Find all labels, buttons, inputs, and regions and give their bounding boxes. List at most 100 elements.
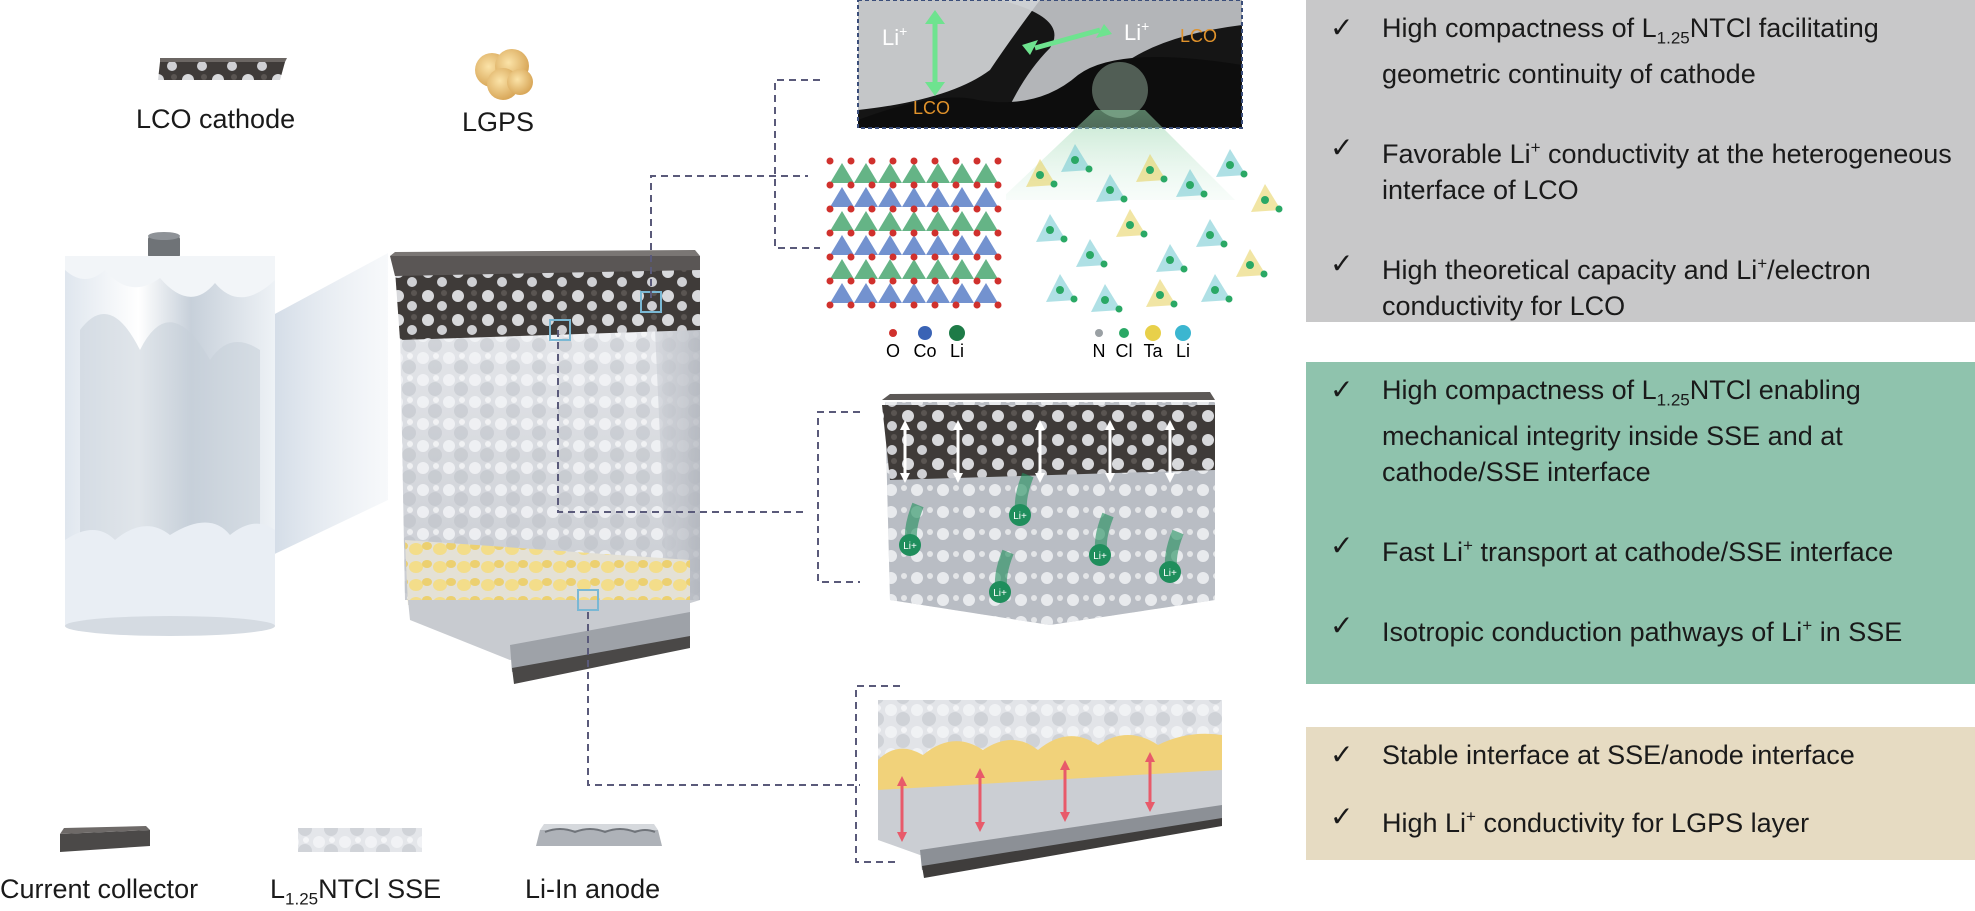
connector-lines xyxy=(557,79,900,863)
crystal-atom xyxy=(826,157,834,165)
check-icon: ✓ xyxy=(1330,11,1354,44)
crystal-octahedron xyxy=(902,187,926,207)
lco-right-label: LCO xyxy=(1180,26,1217,46)
anode-icon xyxy=(536,824,662,846)
crystal-atom xyxy=(1206,231,1214,239)
panel-sse-item: ✓High compactness of L1.25NTCl enabling … xyxy=(1330,373,1861,488)
crystal-atom xyxy=(994,205,1002,213)
crystal-atom xyxy=(994,229,1002,237)
arrow-head xyxy=(953,473,963,483)
panel-anode-item: ✓Stable interface at SSE/anode interface xyxy=(1330,738,1855,771)
arrow-head xyxy=(1060,812,1070,822)
crystal-atom xyxy=(847,157,855,165)
crystal-atom xyxy=(1220,240,1228,248)
arrow-head xyxy=(1105,420,1115,430)
crystal-atom xyxy=(847,253,855,261)
o-atom-icon xyxy=(889,329,897,337)
panel-sse: ✓High compactness of L1.25NTCl enabling … xyxy=(1306,362,1975,684)
arrow-head xyxy=(1035,420,1045,430)
panel-sse-item: ✓Fast Li+ transport at cathode/SSE inter… xyxy=(1330,529,1894,568)
crystal-atom xyxy=(931,205,939,213)
legend-current-collector: Current collector xyxy=(0,874,199,904)
crystal-atom xyxy=(973,205,981,213)
crystal-octahedron xyxy=(902,235,926,255)
crystal-atom xyxy=(931,157,939,165)
crystal-atom xyxy=(847,181,855,189)
crystal-octahedron xyxy=(950,235,974,255)
arrow-head xyxy=(953,420,963,430)
panel-cathode-item: ✓High theoretical capacity and Li+/elect… xyxy=(1330,247,1871,322)
crystal-octahedron xyxy=(926,187,950,207)
crystal-octahedron xyxy=(926,283,950,303)
crystal-atom xyxy=(973,181,981,189)
crystal-atom xyxy=(868,181,876,189)
crystal-octahedron xyxy=(950,211,974,231)
crystal-atom xyxy=(931,229,939,237)
crystal-atom xyxy=(1106,186,1114,194)
li-ion-icon xyxy=(1009,504,1031,526)
crystal-atom xyxy=(1140,230,1148,238)
crystal-atom xyxy=(889,277,897,285)
crystal-octahedron xyxy=(926,211,950,231)
panel-sse-item: ✓Isotropic conduction pathways of Li+ in… xyxy=(1330,609,1903,648)
crystal-atom xyxy=(952,229,960,237)
battery-cylinder-icon xyxy=(65,232,275,636)
crystal-atom xyxy=(952,181,960,189)
crystal-atom xyxy=(847,229,855,237)
crystal-atom xyxy=(910,205,918,213)
legend-anode: Li-In anode xyxy=(525,874,661,904)
top-inset xyxy=(857,0,1243,129)
crystal-atom xyxy=(1056,286,1064,294)
crystal-octahedron xyxy=(854,187,878,207)
zoom-beam xyxy=(260,253,388,560)
crystal-atom xyxy=(1211,286,1219,294)
sse-icon xyxy=(298,828,422,852)
crystal-atom xyxy=(1180,265,1188,273)
li-right-label: Li+ xyxy=(1124,18,1149,45)
panel-cathode: ✓High compactness of L1.25NTCl facilitat… xyxy=(1306,0,1975,322)
crystal-legend-cl: Cl xyxy=(1116,341,1133,361)
crystal-octahedron xyxy=(974,235,998,255)
crystal-atom xyxy=(931,181,939,189)
arrow-head xyxy=(1035,473,1045,483)
lco-cathode-icon xyxy=(158,58,287,80)
panel-cathode-item: ✓Favorable Li+ conductivity at the heter… xyxy=(1330,131,1952,206)
arrow-head xyxy=(897,832,907,842)
crystal-legend-co: Co xyxy=(913,341,936,361)
crystal-octahedron xyxy=(926,235,950,255)
crystal-atom xyxy=(952,277,960,285)
check-icon: ✓ xyxy=(1330,373,1354,406)
crystal-atom xyxy=(1156,291,1164,299)
crystal-atom xyxy=(1146,166,1154,174)
crystal-atom xyxy=(973,253,981,261)
panel-cathode-item: ✓High compactness of L1.25NTCl facilitat… xyxy=(1330,11,1879,90)
crystal-atom xyxy=(1240,170,1248,178)
cl-atom-icon xyxy=(1119,328,1129,338)
crystal-atom xyxy=(994,253,1002,261)
check-icon: ✓ xyxy=(1330,800,1354,833)
crystal-octahedron xyxy=(926,163,950,183)
crystal-atom xyxy=(889,301,897,309)
crystal-octahedron xyxy=(926,259,950,279)
crystal-octahedron xyxy=(830,187,854,207)
crystal-legend-li: Li xyxy=(950,341,964,361)
crystal-atom xyxy=(1115,305,1123,313)
zoom-cone xyxy=(1000,110,1235,200)
arrow-head xyxy=(900,473,910,483)
check-icon: ✓ xyxy=(1330,738,1354,771)
crystal-octahedron xyxy=(854,283,878,303)
li-blue-atom-icon xyxy=(1175,325,1191,341)
crystal-atom xyxy=(973,157,981,165)
crystal-octahedron xyxy=(830,259,854,279)
crystal-atom xyxy=(910,277,918,285)
arrow-head xyxy=(1165,420,1175,430)
crystal-atom xyxy=(826,229,834,237)
crystal-octahedron xyxy=(878,283,902,303)
arrow-head xyxy=(900,420,910,430)
li-ion-label: Li+ xyxy=(903,541,917,552)
crystal-atom xyxy=(931,277,939,285)
crystal-atom xyxy=(973,277,981,285)
crystal-atom xyxy=(889,157,897,165)
li-ion-label: Li+ xyxy=(1093,551,1107,562)
crystal-atom xyxy=(868,205,876,213)
